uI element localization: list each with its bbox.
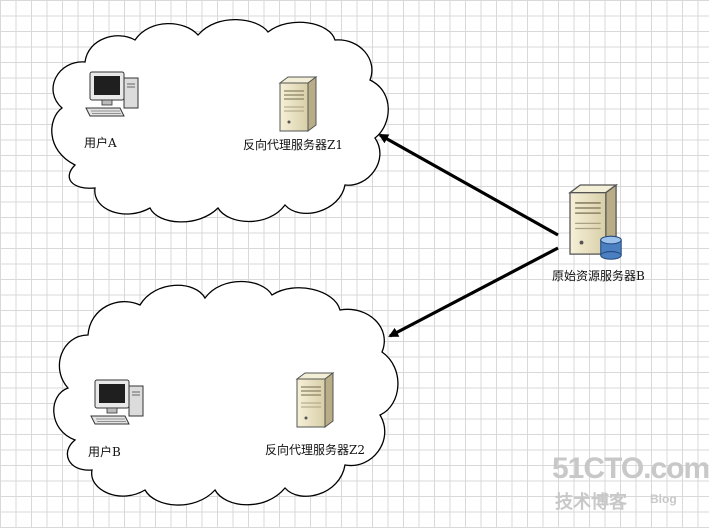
label-origin-b: 原始资源服务器B <box>552 269 645 283</box>
cloud-shape-top <box>51 18 389 223</box>
cloud-shape-bottom <box>53 280 399 506</box>
arrow-to-proxy-z1 <box>378 133 559 237</box>
watermark-sub: 技术博客 <box>555 492 627 513</box>
database-server-icon-origin-b <box>569 184 622 260</box>
network-diagram <box>51 18 622 506</box>
server-icon-proxy-z1 <box>279 76 317 132</box>
watermark-blog: Blog <box>650 492 677 506</box>
label-user-b: 用户B <box>88 445 121 459</box>
arrow-to-proxy-z2 <box>388 246 559 338</box>
watermark-brand: 51CTO.com <box>552 452 709 485</box>
label-proxy-z1: 反向代理服务器Z1 <box>243 138 343 152</box>
label-proxy-z2: 反向代理服务器Z2 <box>265 443 365 457</box>
server-icon-proxy-z2 <box>296 372 334 428</box>
label-user-a: 用户A <box>84 136 117 150</box>
